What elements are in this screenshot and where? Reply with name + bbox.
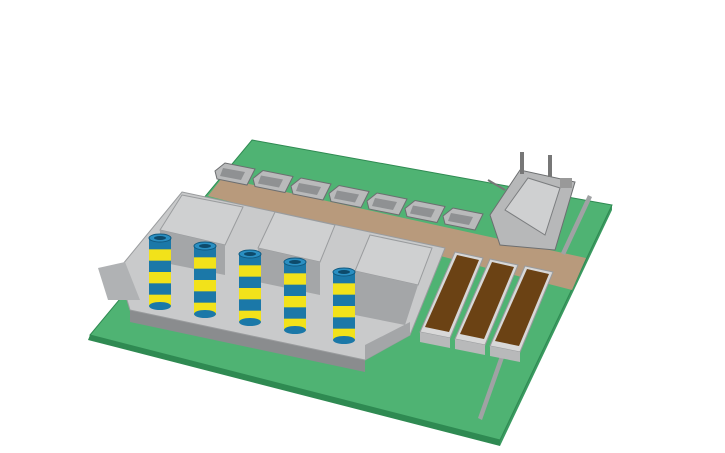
building-base-front (365, 322, 410, 360)
vehicle (442, 207, 484, 231)
smokestack (148, 233, 172, 310)
ground-plate-side (88, 335, 500, 446)
vehicle (366, 192, 408, 216)
smokestack (238, 249, 262, 326)
vehicle (252, 169, 294, 194)
planter (419, 251, 484, 348)
ground-plate-side-right (500, 205, 612, 446)
planter (454, 258, 519, 355)
smokestack (193, 241, 217, 318)
vehicle (214, 162, 256, 186)
annex-left (98, 262, 140, 300)
smokestacks (148, 233, 356, 344)
planter (489, 265, 554, 362)
block-3-side (355, 271, 418, 325)
fence-right (561, 195, 592, 255)
vehicle (328, 184, 370, 209)
vehicle (404, 199, 446, 224)
smokestack (283, 257, 307, 334)
planters (419, 251, 554, 362)
vehicle-row (214, 162, 484, 231)
tank (487, 152, 576, 251)
smokestack (332, 267, 356, 344)
vehicle (290, 177, 332, 201)
building-base-side (130, 310, 365, 372)
